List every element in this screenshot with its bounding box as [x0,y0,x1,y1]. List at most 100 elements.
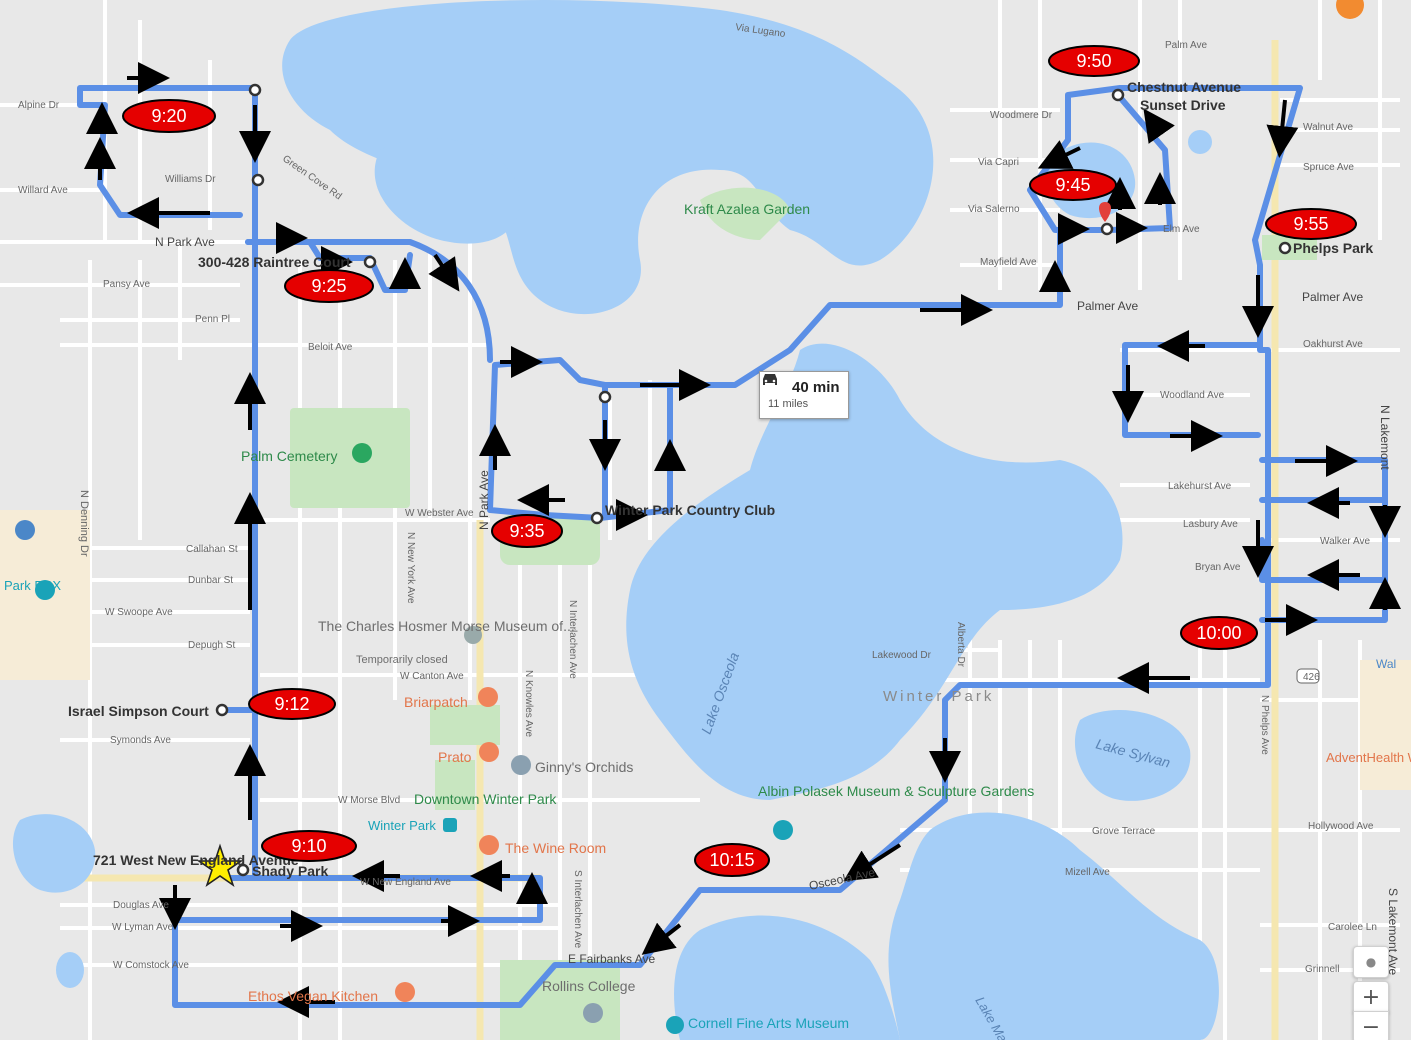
street-label: Beloit Ave [308,342,353,353]
street-label: E Fairbanks Ave [568,952,655,966]
pegman-button[interactable]: ● [1353,946,1389,978]
street-label: Lakewood Dr [872,650,932,661]
street-label: Spruce Ave [1303,162,1354,173]
svg-text:9:45: 9:45 [1055,175,1090,195]
street-label: Walker Ave [1320,536,1370,547]
street-label: Lasbury Ave [1183,519,1238,530]
time-badge: 9:25 [284,269,374,303]
destination-pin-icon[interactable] [1099,202,1111,222]
shop-pin-icon [511,755,531,775]
street-label: W Lyman Ave [112,922,174,933]
street-label: Via Salerno [968,204,1020,215]
street-label: Woodland Ave [1160,390,1225,401]
street-label: Lakehurst Ave [1168,481,1232,492]
street-label: W New England Ave [360,877,451,888]
time-badge: 9:55 [1265,208,1357,240]
street-label: N Interlachen Ave [567,600,578,679]
street-label: Green Cove Rd [280,153,343,202]
cemetery-pin-icon [352,443,372,463]
route-duration: 40 min [792,379,840,396]
street-label: N Park Ave [155,235,215,249]
place-label: Winter Park [883,688,994,705]
street-label: Mayfield Ave [980,257,1037,268]
svg-text:9:35: 9:35 [509,521,544,541]
place-label: Park RPX [4,578,61,593]
time-badge: 9:10 [261,830,357,862]
street-label: N Knowles Ave [523,670,534,738]
street-label: W Morse Blvd [338,795,400,806]
route-summary-box[interactable]: 40 min 11 miles [759,371,849,419]
time-badge: 9:12 [248,688,336,720]
street-label: Willard Ave [18,185,68,196]
waypoint [1100,222,1114,236]
street-label: Via Capri [978,157,1019,168]
street-label: Pansy Ave [103,279,151,290]
waypoint [590,511,604,525]
bar-pin-icon [479,835,499,855]
street-label: N Phelps Ave [1259,695,1270,755]
street-label: Dunbar St [188,575,233,586]
major-street-labels: N Park Ave Palmer Ave Palmer Ave E Fairb… [155,235,1400,975]
street-label: Hollywood Ave [1308,821,1374,832]
stop-labels: 300-428 Raintree Court Winter Park Count… [68,79,1373,879]
place-label: AdventHealth Winter Park [1326,750,1411,765]
street-label: Williams Dr [165,174,216,185]
street-label: Mizell Ave [1065,867,1110,878]
street-label: N Lakemont [1378,405,1392,470]
stop-label: 300-428 Raintree Court [198,254,351,270]
highway-shield-icon [1296,668,1320,684]
street-label: Carolee Ln [1328,922,1377,933]
start-star-icon[interactable] [196,843,244,888]
waypoint [1111,88,1125,102]
street-label: Oakhurst Ave [1303,339,1363,350]
street-label: Symonds Ave [110,735,171,746]
place-label: Ethos Vegan Kitchen [248,988,378,1004]
street-label: Penn Pl [195,314,230,325]
street-label: Woodmere Dr [990,110,1053,121]
zoom-in-button[interactable]: + [1353,981,1389,1013]
place-label: Cornell Fine Arts Museum [688,1015,849,1031]
place-label: The Charles Hosmer Morse Museum of... [318,618,575,634]
time-badge: 9:45 [1029,169,1117,201]
restaurant-pin-icon [479,742,499,762]
time-badge: 10:00 [1180,616,1258,650]
svg-text:10:15: 10:15 [709,850,754,870]
lake-maitland [282,0,934,315]
svg-text:9:55: 9:55 [1293,214,1328,234]
street-label: W Canton Ave [400,671,464,682]
street-label: N Denning Dr [78,490,90,557]
train-station-icon [443,818,457,832]
time-badge: 9:50 [1048,45,1140,77]
restaurant-pin-icon [395,982,415,1002]
location-pin-icon [1336,0,1364,19]
lake-south [674,915,900,1040]
street-label: W Webster Ave [405,508,474,519]
stop-label: Winter Park Country Club [605,502,775,518]
route-distance: 11 miles [768,398,809,410]
place-label: Prato [438,749,472,765]
waypoint [215,703,229,717]
place-label: Albin Polasek Museum & Sculpture Gardens [758,783,1034,799]
stop-label: Israel Simpson Court [68,703,209,719]
street-labels: Alpine Dr Willard Ave Pansy Ave Penn Pl … [18,22,1377,975]
time-badge: 10:15 [694,843,770,877]
street-label: W Comstock Ave [113,960,189,971]
time-badge: 9:20 [122,99,216,133]
place-label: Rollins College [542,978,636,994]
street-label: Alpine Dr [18,100,60,111]
svg-text:9:12: 9:12 [274,694,309,714]
street-label: Callahan St [186,544,238,555]
waypoint [363,255,377,269]
svg-text:9:20: 9:20 [151,106,186,126]
street-label: Elm Ave [1163,224,1200,235]
zoom-out-button[interactable]: − [1353,1011,1389,1040]
svg-text:9:25: 9:25 [311,276,346,296]
place-pin-icon [15,520,35,540]
street-label: Douglas Ave [113,900,169,911]
street-label: N Park Ave [477,470,491,530]
poi-icons[interactable] [15,0,1364,1034]
place-label: Briarpatch [404,694,468,710]
waypoint-markers[interactable] [215,83,1292,877]
